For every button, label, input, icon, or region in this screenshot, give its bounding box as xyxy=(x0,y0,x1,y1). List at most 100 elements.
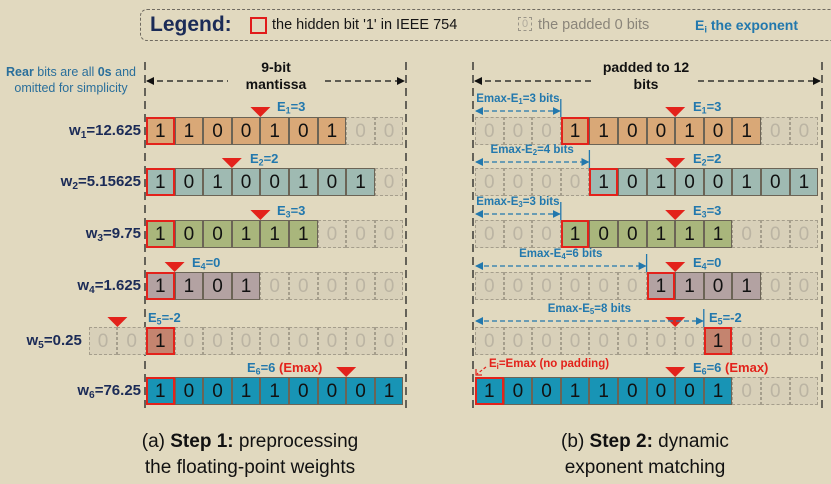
no-padding-arrow xyxy=(476,366,487,375)
padded-zero-cell: 0 xyxy=(789,272,819,300)
hidden-bit-cell: 1 xyxy=(646,272,676,300)
hidden-bit-cell: 1 xyxy=(146,220,175,248)
note-bold-zeros: 0s xyxy=(97,65,112,79)
padded-zero-cell: 0 xyxy=(374,272,404,300)
binary-point-marker-icon xyxy=(665,158,686,168)
exponent-symbol: E xyxy=(247,360,256,375)
mantissa-bit-cell: 0 xyxy=(289,377,318,405)
padding-label-index: 2 xyxy=(532,148,538,158)
hidden-bit-cell: 1 xyxy=(146,117,175,145)
mantissa-bit-cell: 0 xyxy=(675,377,704,405)
padded-zero-cell: 0 xyxy=(532,327,561,355)
exponent-label: E3=3 xyxy=(277,203,305,219)
mantissa-bit-cell: 0 xyxy=(203,117,232,145)
exponent-value: =6 xyxy=(260,360,276,375)
binary-point-marker-icon xyxy=(665,107,686,117)
mantissa-bit-cell: 0 xyxy=(646,377,676,405)
mantissa-bit-cell: 1 xyxy=(560,377,590,405)
legend-exponent-text: the exponent xyxy=(707,17,799,33)
binary-point-marker-icon xyxy=(221,158,242,168)
exponent-label: E5=-2 xyxy=(709,310,742,326)
mantissa-bit-cell: 1 xyxy=(174,117,204,145)
mantissa-bit-cell: 0 xyxy=(618,377,647,405)
padded-zero-cell: 0 xyxy=(374,220,404,248)
binary-point-marker-icon xyxy=(665,317,686,327)
caption-step: Step 2: xyxy=(589,431,653,452)
mantissa-bit-cell: 1 xyxy=(646,168,676,196)
padded-zero-cell: 0 xyxy=(346,220,375,248)
padded-bit-swatch-icon: 0 xyxy=(518,17,532,31)
weight-symbol: w xyxy=(77,382,90,399)
padding-length-label: Emax-E4=6 bits xyxy=(501,247,621,261)
exponent-index: 5 xyxy=(717,316,723,327)
mantissa-bit-cell: 1 xyxy=(646,220,676,248)
exponent-label: E3=3 xyxy=(693,203,721,219)
exponent-label: E5=-2 xyxy=(148,310,181,326)
padded-zero-cell: 0 xyxy=(317,272,347,300)
padding-label-index: 4 xyxy=(561,252,566,262)
mantissa-bit-cell: 1 xyxy=(231,377,261,405)
emax-tag: (Emax) xyxy=(275,360,323,375)
exponent-symbol: E xyxy=(192,255,201,270)
mantissa-bit-cell: 1 xyxy=(732,168,761,196)
exponent-value: =6 xyxy=(706,360,722,375)
weight-symbol: w xyxy=(85,225,98,242)
hidden-bit-cell: 1 xyxy=(146,272,175,300)
exponent-value: =3 xyxy=(290,203,306,218)
exponent-symbol: E xyxy=(148,310,157,325)
exponent-index: 4 xyxy=(200,261,206,272)
padded-zero-cell: 0 xyxy=(88,327,118,355)
legend-title: Legend: xyxy=(150,13,232,36)
padded-zero-cell: 0 xyxy=(289,272,318,300)
mantissa-bit-cell: 0 xyxy=(174,168,204,196)
note-text: and omitted for simplicity xyxy=(14,65,136,95)
padded-zero-cell: 0 xyxy=(317,327,347,355)
mantissa-bit-cell: 0 xyxy=(289,117,318,145)
padded-zero-cell: 0 xyxy=(761,272,790,300)
padded-zero-cell: 0 xyxy=(289,327,318,355)
exponent-label: E6=6 (Emax) xyxy=(693,360,768,376)
exponent-symbol: E xyxy=(277,99,286,114)
mantissa-bit-cell: 1 xyxy=(703,377,733,405)
note-symbol: E xyxy=(489,358,497,370)
exponent-index: 2 xyxy=(701,157,707,168)
caption-text: dynamic xyxy=(652,431,729,452)
padded-zero-cell: 0 xyxy=(589,272,618,300)
mantissa-bit-cell: 1 xyxy=(203,168,232,196)
padded-zero-cell: 0 xyxy=(789,117,819,145)
mantissa-bit-cell: 1 xyxy=(589,117,618,145)
hidden-bit-cell: 1 xyxy=(560,117,590,145)
exponent-value: =2 xyxy=(263,151,279,166)
hidden-bit-cell: 1 xyxy=(589,168,618,196)
padded-zero-cell: 0 xyxy=(503,327,533,355)
mantissa-bit-cell: 1 xyxy=(317,117,347,145)
padding-label-text: =3 bits xyxy=(522,196,560,208)
padding-label-index: 3 xyxy=(518,200,523,210)
exponent-symbol: E xyxy=(693,99,702,114)
hidden-bit-cell: 1 xyxy=(475,377,504,405)
padded-zero-cell: 0 xyxy=(503,272,533,300)
weight-value: =12.625 xyxy=(86,122,141,139)
mantissa-bit-cell: 1 xyxy=(260,220,289,248)
binary-point-marker-icon xyxy=(665,367,686,377)
exponent-index: 1 xyxy=(701,105,707,116)
exponent-value: =3 xyxy=(290,99,306,114)
padding-label-index: 1 xyxy=(518,97,523,107)
legend-box xyxy=(140,9,831,41)
padded-zero-cell: 0 xyxy=(503,117,533,145)
exponent-index: 5 xyxy=(156,316,162,327)
mantissa-bit-cell: 0 xyxy=(346,377,375,405)
mantissa-bit-cell: 0 xyxy=(761,168,790,196)
exponent-label: E4=0 xyxy=(192,255,220,271)
mantissa-bit-cell: 1 xyxy=(346,168,375,196)
exponent-index: 3 xyxy=(701,209,707,220)
weight-label: w5=0.25 xyxy=(27,327,82,355)
padded-zero-cell: 0 xyxy=(761,220,790,248)
right-header-line2: bits xyxy=(633,76,659,92)
exponent-value: =0 xyxy=(205,255,221,270)
padded-zero-cell: 0 xyxy=(560,327,590,355)
hidden-bit-cell: 1 xyxy=(560,220,590,248)
binary-point-marker-icon xyxy=(336,367,357,377)
exponent-symbol: E xyxy=(709,310,718,325)
